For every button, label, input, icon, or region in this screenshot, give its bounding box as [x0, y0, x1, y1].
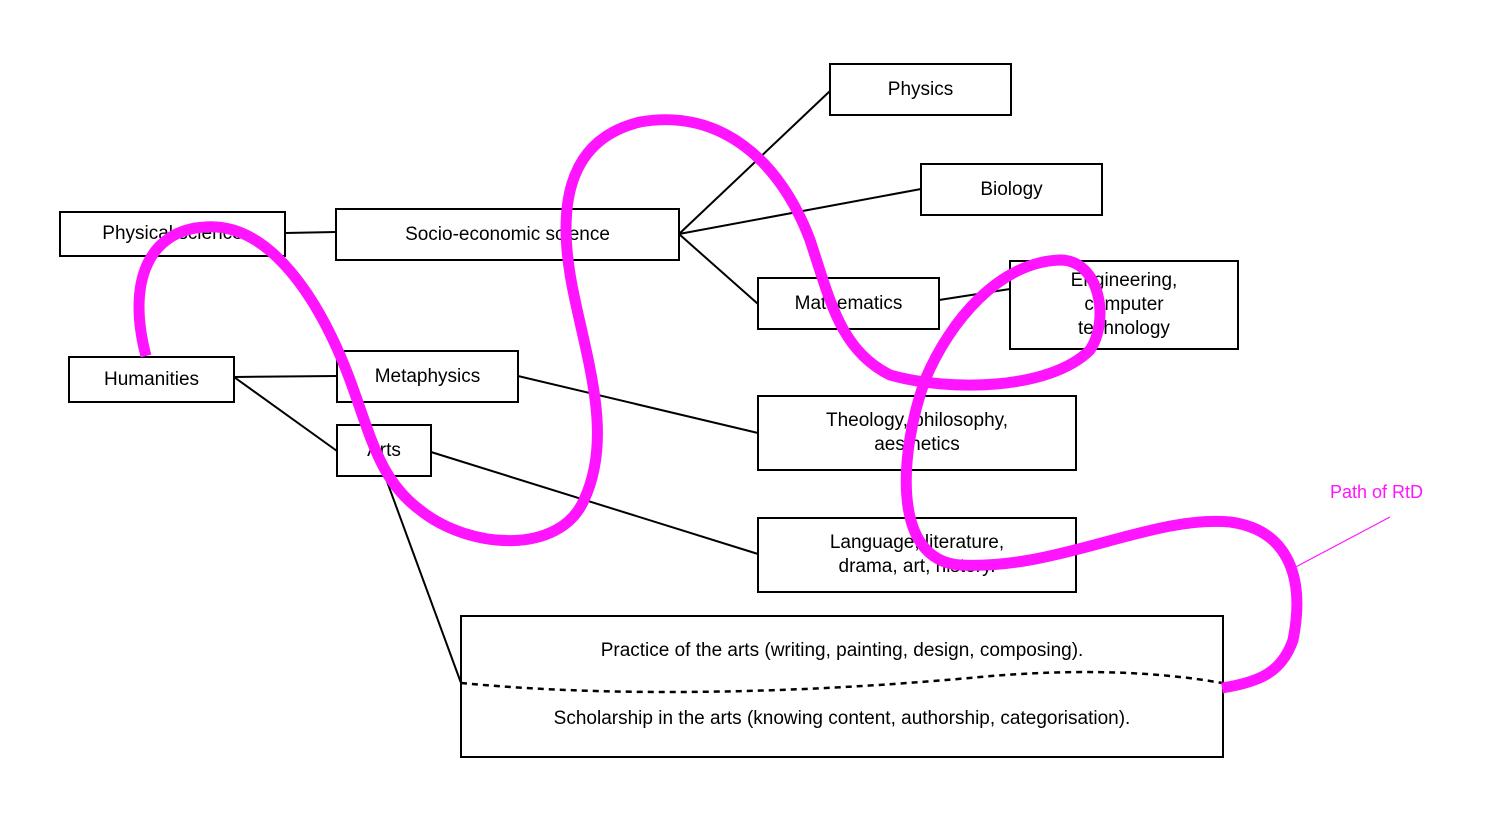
link-socio-mathematics: [678, 233, 759, 305]
link-metaphysics-theology: [517, 375, 759, 434]
scholarship-in-arts-text: Scholarship in the arts (knowing content…: [553, 708, 1131, 729]
node-language: Language, literature, drama, art, histor…: [757, 517, 1077, 593]
node-biology: Biology: [920, 163, 1103, 216]
link-arts-practice: [384, 475, 462, 684]
node-socio-economic-science: Socio-economic science: [335, 208, 680, 261]
practice-of-arts-text: Practice of the arts (writing, painting,…: [600, 640, 1084, 661]
node-engineering: Engineering, computer technology: [1009, 260, 1239, 350]
node-metaphysics: Metaphysics: [336, 350, 519, 403]
path-of-rtd-label: Path of RtD: [1330, 482, 1424, 502]
link-mathematics-engineering: [938, 288, 1011, 301]
link-physical-socio: [284, 231, 337, 234]
link-socio-physics: [678, 90, 831, 235]
link-humanities-arts: [233, 376, 338, 452]
node-humanities: Humanities: [68, 356, 235, 403]
node-physical-science: Physical science: [59, 211, 286, 257]
node-theology: Theology, philosophy, aesthetics: [757, 395, 1077, 471]
node-physics: Physics: [829, 63, 1012, 116]
link-humanities-metaphysics: [233, 375, 338, 378]
link-socio-biology: [678, 188, 922, 235]
node-arts-practice-scholarship: Practice of the arts (writing, painting,…: [460, 615, 1224, 758]
link-arts-language: [430, 451, 759, 555]
node-mathematics: Mathematics: [757, 277, 940, 330]
node-arts: Arts: [336, 424, 432, 477]
